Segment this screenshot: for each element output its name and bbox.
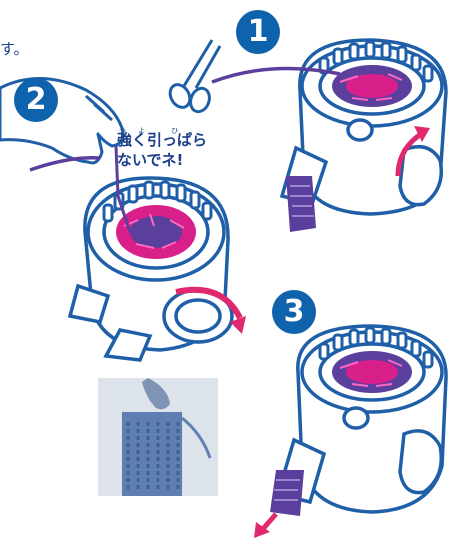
step-badge-1: 1 bbox=[236, 10, 280, 54]
step2-yarn-center bbox=[116, 205, 196, 259]
pull-arrow-icon bbox=[262, 514, 276, 530]
knitted-tube-photo bbox=[98, 378, 218, 496]
note-line-2: ないでネ! bbox=[117, 150, 207, 170]
pull-gently-note: つよ ひ 強く引っぱら ないでネ! bbox=[117, 130, 207, 170]
step3-yarn-center bbox=[332, 351, 412, 393]
step1-yarn-center bbox=[332, 65, 412, 107]
scissors-icon bbox=[166, 40, 220, 114]
step3-knitted-tube bbox=[270, 470, 304, 516]
step-badge-3: 3 bbox=[272, 290, 316, 334]
step1-knitted-tube bbox=[286, 176, 316, 232]
step-badge-2: 2 bbox=[14, 78, 58, 122]
photo-drawing bbox=[98, 378, 218, 496]
note-ruby: つよ ひ bbox=[119, 121, 190, 141]
